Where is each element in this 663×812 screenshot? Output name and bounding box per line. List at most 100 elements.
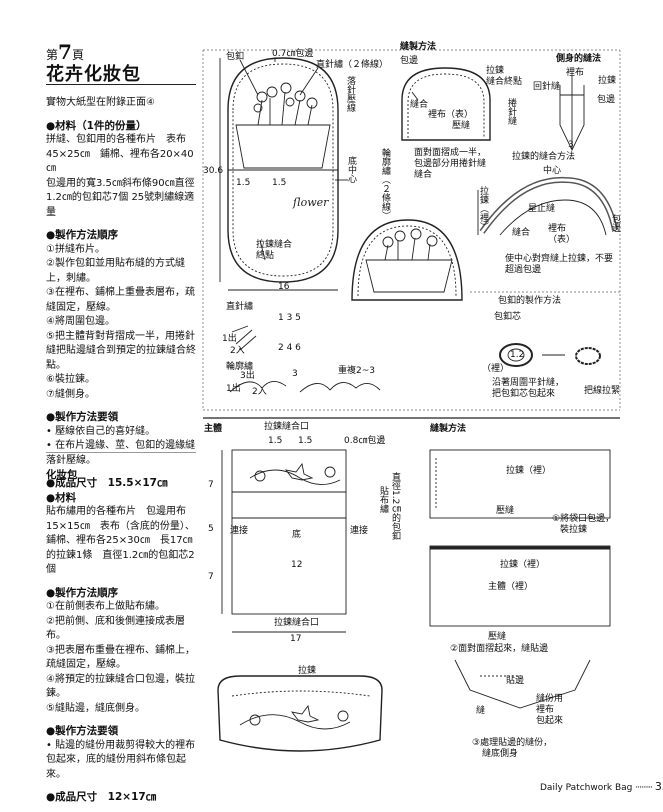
label-body-zipmouth2: 拉鍊縫合口 — [274, 618, 320, 628]
p2-step-line: 鍊。 — [46, 688, 66, 699]
p2-tip-line: 包起來，底的縫份用斜布條包起 — [46, 754, 186, 765]
label-body-bind08: 0.8㎝包邊 — [344, 436, 386, 446]
label-sew2-step3b: 縫底側身 — [482, 749, 519, 759]
materials-line: 拼縫、包釦用的各種布片 表布 — [46, 134, 186, 145]
label-side-biao: （表） — [548, 235, 576, 245]
label-st-in2: 2入 — [230, 346, 245, 356]
label-body-w12: 12 — [291, 560, 303, 570]
label-w16: 16 — [278, 282, 290, 292]
label-sew-yafeng: 壓縫 — [452, 121, 471, 131]
step-line: 點。 — [46, 359, 66, 371]
section2-title: 化妝包 — [46, 469, 78, 481]
label-side-center: 中心 — [543, 166, 562, 176]
footer: Daily Patchwork Bag ········· 33 — [540, 780, 663, 793]
side-heading: 側身的縫法 — [556, 54, 602, 64]
step-line: ③在裡布、鋪棉上重疊表層布，疏 — [46, 287, 195, 298]
label-st-zhizhen: 直針繡 — [226, 302, 254, 312]
size-heading: ●成品尺寸 15.5×17㎝ — [46, 477, 168, 489]
label-body-lianjie1: 連接 — [230, 526, 249, 536]
p2-step-line: 疏縫固定，壓線。 — [46, 659, 126, 670]
step-line: ⑥裝拉鍊。 — [46, 374, 95, 385]
p2-size-heading: ●成品尺寸 12×17㎝ — [46, 791, 157, 803]
label-body-h5: 5 — [208, 524, 214, 534]
label-st-in2b: 2入 — [252, 387, 267, 397]
label-body-w15b: 1.5 — [298, 436, 313, 446]
label-sew-note1: 面對面摺成一半， — [414, 148, 487, 158]
label-bk-note1: 沿著周圍平針縫， — [492, 378, 565, 388]
section-divider — [46, 452, 196, 453]
p2-step-line: ①在前側表布上做貼布繡。 — [46, 601, 165, 612]
label-w15a: 1.5 — [236, 178, 251, 188]
label-body-zipmouth: 拉鍊縫合口 — [264, 422, 310, 432]
label-st-out3: 3出 — [240, 371, 255, 381]
label-body-w15a: 1.5 — [268, 436, 283, 446]
label-side-feng: 縫合 — [512, 228, 531, 238]
p2-step-line: ③把表層布重疊在裡布、鋪棉上， — [46, 644, 195, 656]
label-luncuo: 輪廓繡（２條線） — [380, 148, 390, 220]
label-sew-libu: 裡布（表） — [428, 110, 474, 120]
label-side-libu: 裡布 — [566, 68, 585, 78]
label-sew2-mainr: 主體（裡） — [488, 582, 534, 592]
label-body-di: 底 — [292, 530, 302, 540]
label-side-baobian: 包邊 — [597, 95, 616, 105]
footer-brand: Daily Patchwork Bag — [540, 783, 633, 793]
label-sew-zipend: 縫合終點 — [486, 77, 523, 87]
sew2-heading: 縫製方法 — [430, 424, 467, 434]
label-zipend: 拉鍊縫合終點 — [256, 240, 293, 261]
materials-line: 量 — [46, 206, 56, 218]
label-st-n3: 3 — [292, 369, 298, 379]
step-line: ⑤把主體背對背摺成一半，用捲針 — [46, 330, 195, 342]
p2-materials-line: 鋪棉、裡布各25×30㎝ 長17㎝ — [46, 535, 193, 546]
tip-line: 落針壓線。 — [46, 454, 96, 466]
label-sew-zip: 拉鍊 — [486, 66, 505, 76]
step-line: 縫固定，壓線。 — [46, 301, 116, 313]
label-sew2-cover2: 裡布 — [536, 705, 555, 715]
label-side-libu2: 裡布 — [548, 224, 567, 234]
label-body-h7a: 7 — [208, 480, 214, 490]
label-bk-d12: 1.2 — [510, 350, 525, 360]
label-side-note2: 超過包邊 — [505, 265, 542, 275]
label-h306: 30.6 — [203, 166, 224, 176]
page-label: 第7頁 — [46, 40, 84, 64]
label-st-out1b: 1出 — [226, 384, 241, 394]
label-body-h7b: 7 — [208, 572, 214, 582]
label-sew2-zipr1: 拉鍊（裡） — [506, 466, 552, 476]
label-st-chongdie: 重複2~3 — [338, 366, 375, 376]
materials-line: 45×25㎝ 鋪棉、裡布各20×40㎝ — [46, 148, 194, 175]
label-luozhen: 落針壓線 — [345, 76, 355, 112]
tip-line: • 壓線依自己的喜好縫。 — [46, 425, 156, 437]
label-sew-juanzhen: 捲針縫 — [506, 98, 516, 125]
label-bk-pull: 把線拉緊 — [584, 386, 621, 396]
label-sew2-feng: 縫 — [476, 706, 486, 716]
p2-materials-line: 貼布繡用的各種布片 包邊用布 — [46, 506, 186, 517]
label-sew-note3: 縫合 — [414, 170, 433, 180]
label-st-135: 1 3 5 — [278, 313, 301, 323]
label-sew-note2: 包邊部分用捲針縫 — [414, 159, 487, 169]
label-baokou: 包釦 — [226, 52, 245, 62]
label-sew2-cover3: 包起來 — [536, 716, 564, 726]
label-bind-07: 0.7㎝包邊 — [272, 49, 314, 59]
p2-steps-heading: ●製作方法順序 — [46, 586, 119, 599]
p2-step-line: 布。 — [46, 630, 66, 641]
label-bk-li: （裡） — [482, 364, 510, 374]
step-line: 縫把貼邊縫合到預定的拉鍊縫合終 — [46, 345, 196, 356]
p2-materials-line: 個 — [46, 564, 56, 575]
label-side-zip: 拉鍊 — [598, 76, 617, 86]
label-st-lunkuo: 輪廓繡 — [226, 362, 254, 372]
title-rule — [46, 84, 196, 85]
label-side-huizhen: 回針縫 — [533, 82, 561, 92]
label-sew2-tiebian: 貼邊 — [506, 676, 525, 686]
label-side-baobian2: 包邊 — [610, 214, 620, 232]
label-body-lianjie2: 連接 — [350, 526, 369, 536]
label-body-vline: 直徑1.2㎝的包釦 — [390, 472, 400, 541]
label-sew2-yafeng2: 壓縫 — [488, 632, 507, 642]
label-sew2-step3a: ③處理貼邊的縫份， — [472, 738, 553, 748]
materials-line: 1.2㎝的包釦芯7個 25號刺繡線適 — [46, 192, 195, 203]
label-side-zipr: 拉鍊（裡） — [478, 186, 488, 231]
pattern-note: 實物大紙型在附錄正面④ — [46, 97, 155, 108]
footer-page: 33 — [654, 780, 663, 793]
p2-step-line: ⑤縫貼邊，縫底側身。 — [46, 702, 145, 714]
label-side-note1: 使中心對齊縫上拉鍊，不要 — [505, 254, 614, 264]
